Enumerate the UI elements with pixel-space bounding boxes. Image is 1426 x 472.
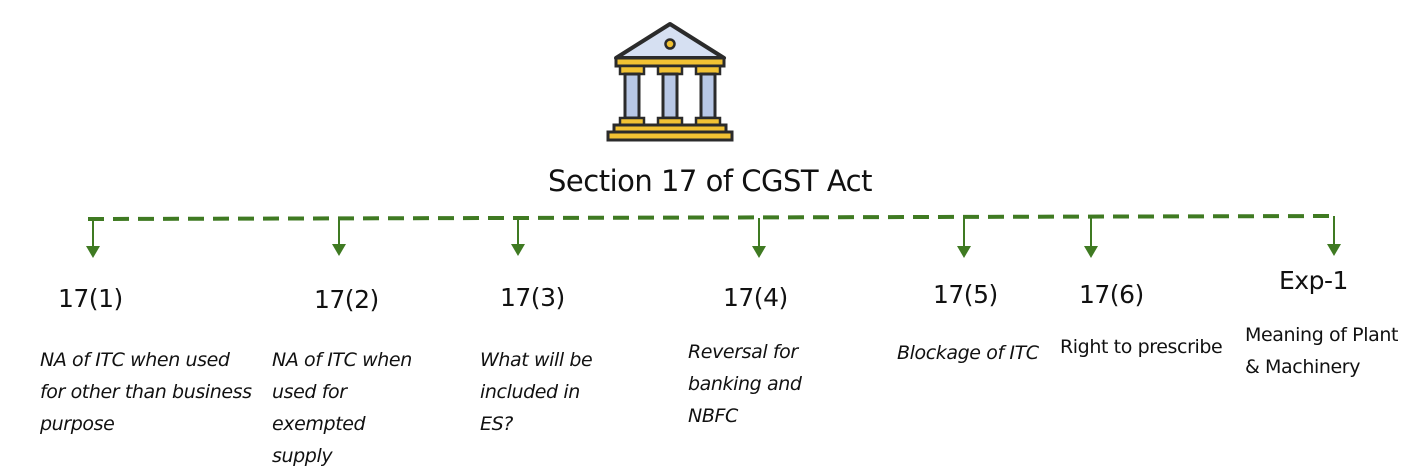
arrow-17-2 — [332, 219, 346, 256]
node-label-17-1: 17(1) — [58, 284, 123, 313]
arrow-exp-1 — [1327, 216, 1341, 256]
diagram-canvas: Section 17 of CGST Act — [40, 22, 1399, 467]
node-description-exp-1: Meaning of Plant & Machinery — [1245, 324, 1399, 378]
arrow-17-4 — [752, 218, 766, 258]
node-label-17-3: 17(3) — [500, 283, 565, 312]
node-label-exp-1: Exp-1 — [1279, 266, 1348, 295]
node-label-17-2: 17(2) — [314, 285, 379, 314]
arrow-17-1 — [86, 219, 100, 258]
node-description-17-1: NA of ITC when used for other than busin… — [40, 349, 252, 435]
dashed-bus-line — [87, 214, 1339, 221]
node-label-17-5: 17(5) — [933, 280, 998, 309]
government-building-icon — [606, 22, 734, 142]
node-description-17-4: Reversal for banking and NBFC — [688, 341, 802, 427]
diagram-title: Section 17 of CGST Act — [548, 164, 872, 198]
arrow-17-5 — [957, 217, 971, 258]
arrow-17-6 — [1084, 217, 1098, 258]
node-description-17-6: Right to prescribe — [1060, 336, 1223, 358]
node-label-17-6: 17(6) — [1079, 280, 1144, 309]
arrow-17-3 — [511, 218, 525, 256]
node-description-17-5: Blockage of ITC — [897, 342, 1039, 364]
node-label-17-4: 17(4) — [723, 283, 788, 312]
connector-lines — [86, 214, 1341, 258]
node-description-17-3: What will be included in ES? — [480, 349, 593, 435]
node-description-17-2: NA of ITC when used for exempted supply — [272, 349, 412, 467]
